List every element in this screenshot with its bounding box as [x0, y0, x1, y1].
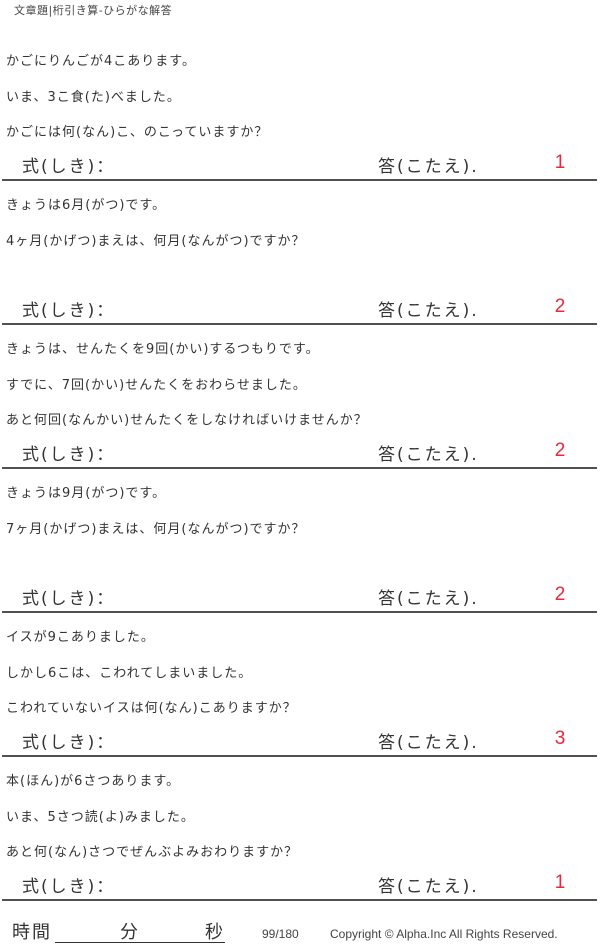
- question-line: かごにりんごが4こあります。: [6, 54, 196, 69]
- question-line: こわれていないイスは何(なん)こありますか？: [6, 701, 297, 716]
- answer-rule: [2, 467, 597, 469]
- problem-5: イスが9こありました。 しかし6こは、こわれてしまいました。 こわれていないイス…: [0, 612, 600, 757]
- footer: 時間 分 秒 99/180 Copyright © Alpha.Inc All …: [0, 918, 600, 948]
- minutes-label: 分: [120, 922, 138, 943]
- question-line: きょうは9月(がつ)です。: [6, 486, 167, 501]
- answer-rule: [2, 755, 597, 757]
- answer-row: 式(しき)： 答(こたえ). 1: [0, 870, 597, 901]
- page-number: 99/180: [262, 927, 299, 941]
- formula-label: 式(しき)：: [22, 301, 116, 321]
- answer-value: 2: [554, 440, 566, 461]
- answer-rule: [2, 179, 597, 181]
- question-line: あと何回(なんかい)せんたくをしなければいけませんか？: [6, 413, 368, 428]
- formula-label: 式(しき)：: [22, 445, 116, 465]
- answer-rule: [2, 611, 597, 613]
- question-line: 4ヶ月(かげつ)まえは、何月(なんがつ)ですか？: [6, 234, 306, 249]
- answer-row: 式(しき)： 答(こたえ). 3: [0, 726, 597, 757]
- answer-rule: [2, 323, 597, 325]
- answer-row: 式(しき)： 答(こたえ). 1: [0, 150, 597, 181]
- worksheet-title: 文章題|桁引き算-ひらがな解答: [14, 4, 173, 17]
- answer-label: 答(こたえ).: [378, 157, 479, 177]
- question-line: すでに、7回(かい)せんたくをおわらせました。: [6, 378, 307, 393]
- formula-label: 式(しき)：: [22, 877, 116, 897]
- answer-label: 答(こたえ).: [378, 301, 479, 321]
- time-label: 時間: [12, 922, 52, 943]
- question-line: いま、3こ食(た)べました。: [6, 90, 181, 105]
- answer-rule: [2, 899, 597, 901]
- question-line: 本(ほん)が6さつあります。: [6, 774, 181, 789]
- answer-label: 答(こたえ).: [378, 733, 479, 753]
- question-line: きょうは、せんたくを9回(かい)するつもりです。: [6, 342, 320, 357]
- answer-row: 式(しき)： 答(こたえ). 2: [0, 582, 597, 613]
- answer-label: 答(こたえ).: [378, 445, 479, 465]
- formula-label: 式(しき)：: [22, 157, 116, 177]
- problem-2: きょうは6月(がつ)です。 4ヶ月(かげつ)まえは、何月(なんがつ)ですか？ 式…: [0, 180, 600, 325]
- question-line: 7ヶ月(かげつ)まえは、何月(なんがつ)ですか？: [6, 522, 306, 537]
- copyright-notice: Copyright © Alpha.Inc All Rights Reserve…: [330, 927, 558, 941]
- formula-label: 式(しき)：: [22, 733, 116, 753]
- question-line: イスが9こありました。: [6, 630, 155, 645]
- question-line: しかし6こは、こわれてしまいました。: [6, 666, 253, 681]
- question-line: かごには何(なん)こ、のこっていますか？: [6, 125, 269, 140]
- answer-label: 答(こたえ).: [378, 877, 479, 897]
- problem-4: きょうは9月(がつ)です。 7ヶ月(かげつ)まえは、何月(なんがつ)ですか？ 式…: [0, 468, 600, 613]
- problem-6: 本(ほん)が6さつあります。 いま、5さつ読(よ)みました。 あと何(なん)さつ…: [0, 756, 600, 901]
- answer-row: 式(しき)： 答(こたえ). 2: [0, 438, 597, 469]
- answer-value: 1: [554, 872, 566, 893]
- answer-value: 2: [554, 296, 566, 317]
- answer-value: 1: [554, 152, 566, 173]
- problem-3: きょうは、せんたくを9回(かい)するつもりです。 すでに、7回(かい)せんたくを…: [0, 324, 600, 469]
- answer-label: 答(こたえ).: [378, 589, 479, 609]
- question-line: あと何(なん)さつでぜんぶよみおわりますか？: [6, 845, 299, 860]
- formula-label: 式(しき)：: [22, 589, 116, 609]
- question-line: きょうは6月(がつ)です。: [6, 198, 167, 213]
- answer-row: 式(しき)： 答(こたえ). 2: [0, 294, 597, 325]
- answer-value: 2: [554, 584, 566, 605]
- time-entry-line: [55, 942, 225, 943]
- problem-1: かごにりんごが4こあります。 いま、3こ食(た)べました。 かごには何(なん)こ…: [0, 36, 600, 181]
- question-line: いま、5さつ読(よ)みました。: [6, 810, 195, 825]
- seconds-label: 秒: [205, 922, 223, 943]
- answer-value: 3: [554, 728, 566, 749]
